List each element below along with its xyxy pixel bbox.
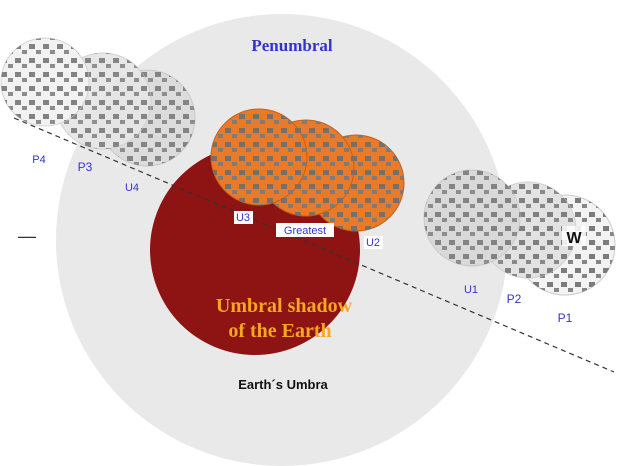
- p3-label: P3: [78, 160, 93, 174]
- u4-label: U4: [125, 182, 139, 194]
- p4-label: P4: [32, 154, 45, 166]
- east-dash-marker: —: [18, 226, 36, 246]
- moon-u1: [423, 169, 521, 267]
- west-label-box: [562, 226, 586, 246]
- p2-label: P2: [507, 292, 522, 306]
- u2-label-box: [364, 236, 383, 249]
- penumbral-label: Penumbral: [251, 36, 333, 55]
- u3-label-box: [234, 211, 253, 224]
- umbral-label-line2: of the Earth: [228, 320, 331, 342]
- umbra-caption: Earth´s Umbra: [238, 377, 328, 392]
- umbral-label-line1: Umbral shadow: [216, 295, 353, 317]
- greatest-label: Greatest: [284, 225, 326, 237]
- moon-u3: [210, 108, 308, 206]
- west-label: W: [566, 230, 582, 247]
- p1-label: P1: [558, 311, 573, 325]
- moon-path-line: [13, 117, 615, 373]
- u1-label: U1: [464, 284, 478, 296]
- u3-label: U3: [236, 212, 250, 224]
- u2-label: U2: [366, 237, 380, 249]
- greatest-box: [276, 223, 334, 237]
- moon-p4: [0, 37, 90, 127]
